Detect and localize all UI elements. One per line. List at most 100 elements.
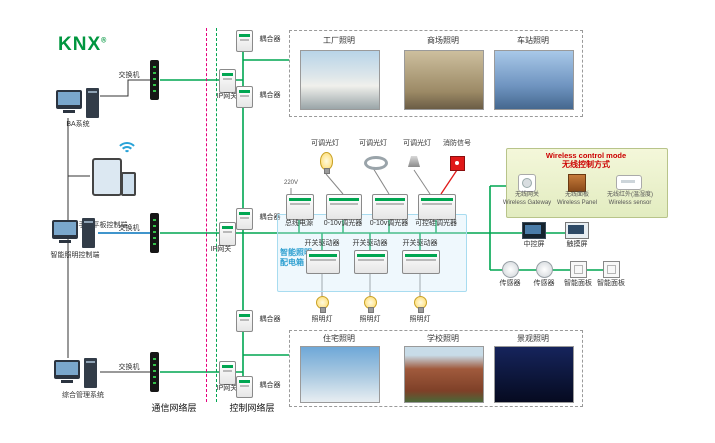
wireless-gateway-icon[interactable]: [518, 174, 536, 192]
photo-landscape-lighting: [494, 346, 574, 403]
smart-panel-icon-2[interactable]: [603, 261, 620, 278]
wireless-panel-label-en: Wireless Panel: [556, 200, 597, 206]
network-switch-1[interactable]: [150, 60, 159, 100]
scene-label-school: 学校照明: [427, 334, 459, 343]
control-layer-label: 控制网络层: [229, 403, 275, 413]
knx-logo-text: KNX: [58, 34, 102, 55]
wireless-title-en: Wireless control mode: [545, 151, 627, 160]
switch-label-3: 交换机: [118, 364, 140, 371]
wireless-panel-label-zh: 无线面板: [564, 192, 589, 198]
coupler-4[interactable]: [236, 310, 253, 332]
lamp-label-2: 照明灯: [359, 316, 381, 323]
distribution-box-title-1: 智能照明: [280, 248, 312, 257]
central-screen-label: 中控屏: [523, 241, 545, 248]
switch-label-2: 交换机: [118, 225, 140, 232]
gateway-label-3: IP网关: [216, 385, 238, 392]
central-control-screen-icon[interactable]: [522, 222, 546, 239]
downlight-icon: [364, 156, 388, 170]
ba-workstation-icon[interactable]: [56, 88, 102, 120]
dimmer-module-2[interactable]: [372, 194, 408, 220]
bus-power-module[interactable]: [286, 194, 314, 220]
coupler-5[interactable]: [236, 376, 253, 398]
dimmer-module-1[interactable]: [326, 194, 362, 220]
module-label-switch-actuator-1: 开关驱动器: [304, 240, 340, 247]
fire-signal-label: 消防信号: [443, 140, 471, 147]
sensor-label-1: 传感器: [499, 280, 521, 287]
lamp-wires: [290, 167, 431, 296]
lamp-label-dimmable-1: 可调光灯: [311, 140, 339, 147]
module-label-dimmer-2: 0-10v调光器: [369, 220, 409, 227]
module-label-switch-actuator-3: 开关驱动器: [402, 240, 438, 247]
management-workstation-icon[interactable]: [54, 358, 100, 390]
pc-tower-icon: [84, 358, 97, 388]
registered-mark: ®: [101, 37, 108, 45]
monitor-screen: [56, 362, 78, 375]
wireless-gateway-label-zh: 无线网关: [514, 192, 539, 198]
fire-alarm-icon: [450, 156, 465, 171]
lamp-label-dimmable-3: 可调光灯: [403, 140, 431, 147]
top-scenes-frame: [289, 30, 583, 117]
switch-actuator-module-2[interactable]: [354, 250, 388, 274]
wireless-gateway-label-en: Wireless Gateway: [502, 200, 552, 206]
sensor-label-2: 传感器: [533, 280, 555, 287]
photo-school-lighting: [404, 346, 484, 403]
scene-label-station: 车站照明: [517, 36, 549, 45]
coupler-3[interactable]: [236, 208, 253, 230]
terminal-label-ba: BA系统: [66, 121, 90, 128]
touch-screen-label: 触摸屏: [566, 241, 588, 248]
photo-residential-lighting: [300, 346, 380, 403]
ip-gateway-1[interactable]: [219, 69, 236, 93]
lamp-icon-2: [364, 296, 377, 313]
wireless-title-zh: 无线控制方式: [562, 160, 610, 169]
terminal-label-lighting: 智能照明控制端: [50, 252, 100, 259]
wireless-panel-icon[interactable]: [568, 174, 586, 192]
coupler-label-2: 耦合器: [259, 92, 281, 99]
photo-mall-lighting: [404, 50, 484, 110]
gateway-label-2: IP网关: [210, 246, 232, 253]
lamp-label-3: 照明灯: [409, 316, 431, 323]
touch-screen-icon[interactable]: [565, 222, 589, 239]
lamp-label-dimmable-2: 可调光灯: [359, 140, 387, 147]
knx-logo: KNX®: [58, 34, 120, 60]
power-220v-label: 220V: [283, 180, 298, 186]
module-label-dimmer-1: 0-10v调光器: [323, 220, 363, 227]
smart-panel-icon-1[interactable]: [570, 261, 587, 278]
wireless-sensor-icon[interactable]: [616, 175, 642, 190]
scene-label-landscape: 景观照明: [517, 334, 549, 343]
gateway-label-1: IP网关: [216, 93, 238, 100]
photo-factory-lighting: [300, 50, 380, 110]
scr-dimmer-module[interactable]: [418, 194, 456, 220]
switch-label-1: 交换机: [118, 72, 140, 79]
sensor-icon-1[interactable]: [502, 261, 519, 278]
network-switch-3[interactable]: [150, 352, 159, 392]
smart-panel-label-2: 智能面板: [597, 280, 625, 287]
lamp-icon-3: [414, 296, 427, 313]
switch-actuator-module-3[interactable]: [402, 250, 440, 274]
wireless-sensor-label-en: Wireless sensor: [608, 200, 652, 206]
module-label-scr-dimmer: 可控硅调光器: [415, 220, 457, 227]
phone-icon[interactable]: [121, 172, 136, 196]
monitor-screen: [58, 92, 80, 105]
control-layer-separator: [216, 28, 217, 402]
coupler-label-4: 耦合器: [259, 316, 281, 323]
spotlight-icon: [408, 156, 420, 167]
monitor-stand: [61, 380, 73, 383]
ip-gateway-2[interactable]: [219, 222, 236, 246]
dimmable-lamp-icon-1: [320, 152, 333, 174]
coupler-label-3: 耦合器: [259, 214, 281, 221]
fire-signal-wire: [440, 169, 458, 195]
sensor-icon-2[interactable]: [536, 261, 553, 278]
lighting-control-workstation-icon[interactable]: [52, 218, 98, 250]
monitor-stand: [59, 240, 71, 243]
switch-actuator-module-1[interactable]: [306, 250, 340, 274]
scene-label-home: 住宅照明: [323, 334, 355, 343]
bottom-scenes-frame: [289, 330, 583, 407]
coupler-2[interactable]: [236, 86, 253, 108]
module-label-bus-power: 总线电源: [285, 220, 313, 227]
lamp-label-1: 照明灯: [311, 316, 333, 323]
network-switch-2[interactable]: [150, 213, 159, 253]
coupler-1[interactable]: [236, 30, 253, 52]
ip-gateway-3[interactable]: [219, 361, 236, 385]
pc-tower-icon: [86, 88, 99, 118]
